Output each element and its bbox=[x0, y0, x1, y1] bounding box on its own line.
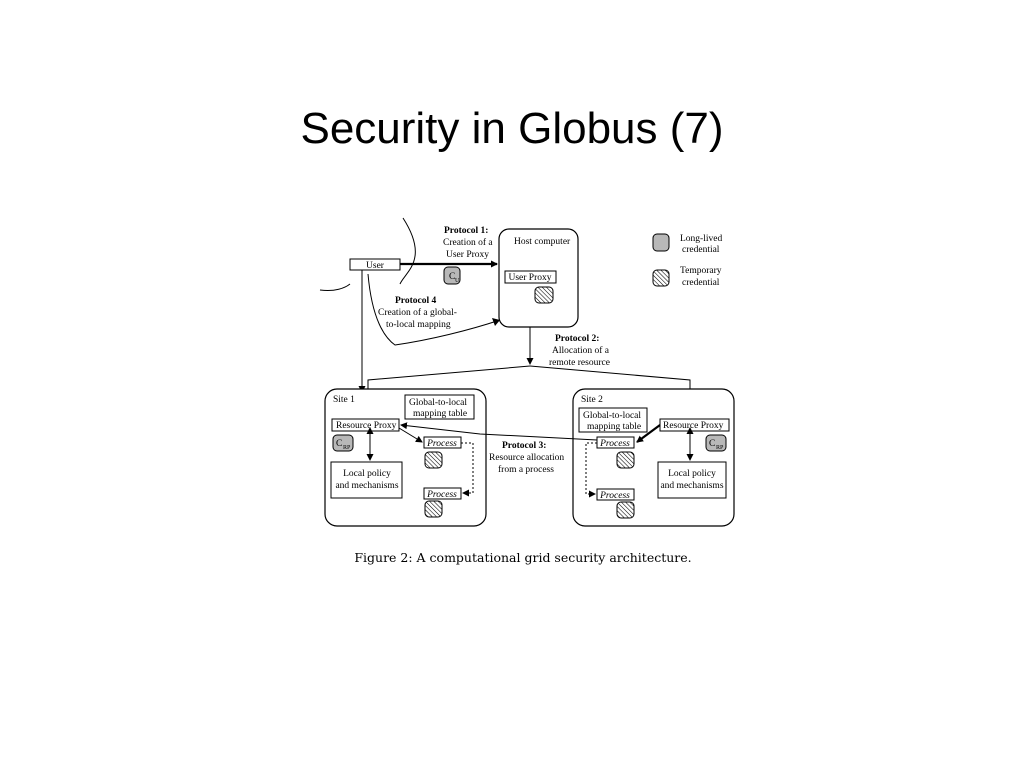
site1-mapping-line1: Global-to-local bbox=[409, 398, 467, 408]
host-computer-label: Host computer bbox=[514, 237, 571, 247]
site2-policy-line2: and mechanisms bbox=[660, 481, 723, 491]
protocol3-line2: from a process bbox=[498, 464, 554, 475]
protocol4-arrowhead bbox=[492, 318, 500, 326]
site1-process2-label: Process bbox=[426, 490, 457, 500]
legend-temporary-2: credential bbox=[682, 278, 720, 288]
user-proxy-box bbox=[504, 270, 557, 284]
protocol2-title: Protocol 2: bbox=[555, 334, 599, 344]
legend-temporary-icon bbox=[652, 269, 670, 287]
site2-resource-proxy-label: Resource Proxy bbox=[663, 421, 724, 431]
legend-long-lived-icon bbox=[652, 233, 670, 252]
legend-long-lived-2: credential bbox=[682, 245, 720, 255]
user-credential-sub: U bbox=[455, 278, 460, 284]
site2-process1-label: Process bbox=[599, 439, 630, 449]
site2-process2-label: Process bbox=[599, 491, 630, 501]
site2-policy-line1: Local policy bbox=[668, 469, 716, 479]
site1-mapping-table-box bbox=[404, 394, 475, 420]
protocol2-line1: Allocation of a bbox=[552, 345, 610, 356]
user-credential-icon bbox=[443, 266, 461, 285]
protocol1-title: Protocol 1: bbox=[444, 226, 488, 236]
protocol2-line2: remote resource bbox=[549, 358, 610, 368]
site2-mapping-table-box bbox=[578, 407, 648, 433]
site2-process-spawn-arrow bbox=[585, 442, 597, 498]
site2-credential-icon bbox=[705, 434, 727, 452]
legend-long-lived-1: Long-lived bbox=[680, 234, 722, 244]
site1-credential-label: C bbox=[336, 439, 342, 449]
site2-process2-temp-credential-icon bbox=[616, 501, 635, 519]
user-domain-boundary bbox=[399, 217, 416, 285]
protocol4-curve bbox=[367, 273, 501, 346]
site2-process2-box bbox=[596, 488, 635, 501]
site1-label: Site 1 bbox=[333, 395, 355, 405]
site1-process1-label: Process bbox=[426, 439, 457, 449]
site1-process1-temp-credential-icon bbox=[424, 451, 443, 469]
protocol3-arrow bbox=[400, 422, 598, 441]
protocol3-title: Protocol 3: bbox=[502, 441, 546, 451]
site1-resource-proxy-label: Resource Proxy bbox=[336, 421, 397, 431]
site2-credential-sub: RP bbox=[716, 445, 724, 451]
site2-credential-label: C bbox=[709, 439, 715, 449]
protocol3-line1: Resource allocation bbox=[489, 453, 564, 463]
site1-mapping-line2: mapping table bbox=[413, 409, 467, 419]
figure-caption: Figure 2: A computational grid security … bbox=[354, 550, 691, 565]
site2-process1-temp-credential-icon bbox=[616, 451, 635, 469]
site2-label: Site 2 bbox=[581, 395, 603, 405]
site1-credential-icon bbox=[332, 434, 354, 452]
protocol1-line1: Creation of a bbox=[443, 237, 493, 248]
site1-resource-proxy-box bbox=[331, 418, 400, 432]
site1-process2-box bbox=[423, 487, 462, 500]
site1-credential-sub: RP bbox=[343, 445, 351, 451]
user-credential-label: C bbox=[449, 272, 455, 282]
site2-mapping-line2: mapping table bbox=[587, 422, 641, 432]
user-domain-boundary-lower bbox=[319, 283, 351, 291]
site1-process-spawn-arrow bbox=[461, 442, 474, 497]
protocol4-line2: to-local mapping bbox=[386, 320, 451, 330]
site2-local-policy-box bbox=[657, 461, 727, 499]
site1-process2-temp-credential-icon bbox=[424, 500, 443, 518]
protocol1-line2: User Proxy bbox=[446, 250, 489, 260]
site2-mapping-line1: Global-to-local bbox=[583, 411, 641, 421]
user-proxy-temp-credential-icon bbox=[534, 286, 554, 304]
user-label: User bbox=[366, 261, 385, 271]
slide-title: Security in Globus (7) bbox=[300, 104, 724, 153]
site2-proxy-to-process-arrow bbox=[636, 424, 661, 443]
protocol4-line1: Creation of a global- bbox=[378, 307, 457, 318]
site1-local-policy-box bbox=[330, 461, 403, 499]
user-proxy-label: User Proxy bbox=[508, 273, 551, 283]
site1-policy-line1: Local policy bbox=[343, 469, 391, 479]
site1-policy-line2: and mechanisms bbox=[335, 481, 398, 491]
site1-proxy-to-process-arrow bbox=[398, 427, 423, 443]
protocol4-title: Protocol 4 bbox=[395, 296, 436, 306]
legend-temporary-1: Temporary bbox=[680, 266, 722, 276]
